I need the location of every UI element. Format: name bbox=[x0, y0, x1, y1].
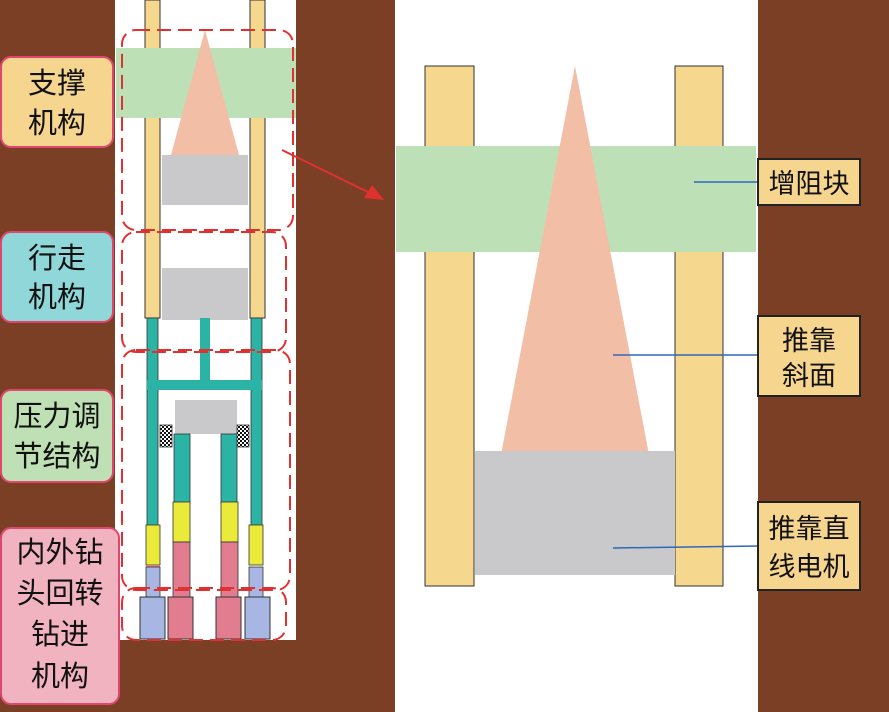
leader-motor bbox=[612, 545, 759, 549]
label-support-box bbox=[0, 56, 114, 148]
zoom-rail-right bbox=[674, 65, 724, 587]
label-walking-box bbox=[0, 231, 114, 323]
drill-bit-2 bbox=[167, 596, 194, 640]
leader-lines bbox=[612, 181, 759, 549]
yellow-inner-right bbox=[220, 501, 239, 543]
label-slope-line1: 推靠 bbox=[782, 326, 836, 357]
dash-support bbox=[121, 29, 294, 231]
support-mechanism bbox=[116, 0, 296, 319]
bearing-left bbox=[159, 424, 173, 448]
label-motor-line1: 推靠直 bbox=[769, 514, 850, 545]
label-slope: 推靠 斜面 bbox=[757, 315, 861, 397]
walking-mechanism bbox=[162, 268, 248, 320]
zoom-cone bbox=[500, 66, 650, 460]
label-drilling-box bbox=[0, 527, 120, 705]
pink-outer-left bbox=[146, 565, 160, 567]
label-motor: 推靠直 线电机 bbox=[757, 501, 861, 591]
label-resistance-line1: 增阻块 bbox=[769, 169, 850, 200]
label-walking-line1: 行走 bbox=[28, 241, 86, 275]
teal-inner-left bbox=[173, 433, 191, 505]
label-drilling-line3: 钻进 bbox=[31, 617, 89, 651]
label-resistance-box bbox=[757, 158, 861, 206]
yellow-outer-right bbox=[248, 524, 264, 566]
dash-pressure bbox=[121, 349, 291, 591]
label-pressure-box bbox=[0, 389, 114, 483]
teal-crossbar bbox=[147, 380, 262, 390]
label-drilling-line4: 机构 bbox=[31, 659, 89, 693]
label-pressure-line2: 节结构 bbox=[13, 439, 100, 473]
support-motor bbox=[162, 155, 248, 205]
zoom-rail-left bbox=[424, 65, 475, 587]
bearing-right bbox=[236, 424, 250, 448]
label-resistance: 增阻块 bbox=[757, 158, 861, 206]
dash-walking bbox=[121, 231, 287, 353]
dashed-group-outlines bbox=[121, 29, 294, 641]
label-pressure-line1: 压力调 bbox=[13, 399, 100, 433]
label-support: 支撑 机构 bbox=[0, 56, 114, 148]
label-drilling: 内外钻 头回转 钻进 机构 bbox=[0, 527, 120, 705]
label-motor-line2: 线电机 bbox=[769, 552, 850, 583]
label-pressure: 压力调 节结构 bbox=[0, 389, 114, 483]
zoom-motor bbox=[475, 451, 675, 575]
dash-drilling bbox=[121, 587, 287, 641]
label-support-line2: 机构 bbox=[28, 106, 86, 140]
label-drilling-line2: 头回转 bbox=[16, 576, 103, 610]
teal-inner-right bbox=[220, 433, 238, 505]
label-drilling-line1: 内外钻 bbox=[16, 535, 103, 569]
drill-bit-4 bbox=[244, 596, 271, 640]
zoom-arrow bbox=[281, 149, 384, 200]
label-motor-box bbox=[757, 501, 861, 591]
support-rail-left bbox=[144, 0, 161, 319]
blue-outer-right bbox=[248, 566, 264, 598]
label-walking: 行走 机构 bbox=[0, 231, 114, 323]
right-wall bbox=[296, 0, 395, 712]
label-support-line1: 支撑 bbox=[28, 66, 86, 100]
pressure-mechanism bbox=[146, 317, 263, 529]
walking-motor bbox=[162, 268, 248, 320]
drill-bit-1 bbox=[139, 596, 166, 640]
support-cone bbox=[171, 30, 239, 155]
label-slope-box bbox=[757, 315, 861, 397]
bottom-wall bbox=[115, 640, 296, 712]
pressure-block bbox=[175, 400, 237, 434]
yellow-inner-left bbox=[172, 501, 191, 543]
yellow-outer-left bbox=[145, 524, 161, 566]
label-slope-line2: 斜面 bbox=[782, 361, 836, 392]
label-walking-line2: 机构 bbox=[28, 280, 86, 314]
blue-outer-left bbox=[145, 566, 161, 598]
drilling-mechanism bbox=[139, 501, 271, 640]
support-rail-right bbox=[249, 0, 266, 319]
drill-bit-3 bbox=[215, 596, 242, 640]
